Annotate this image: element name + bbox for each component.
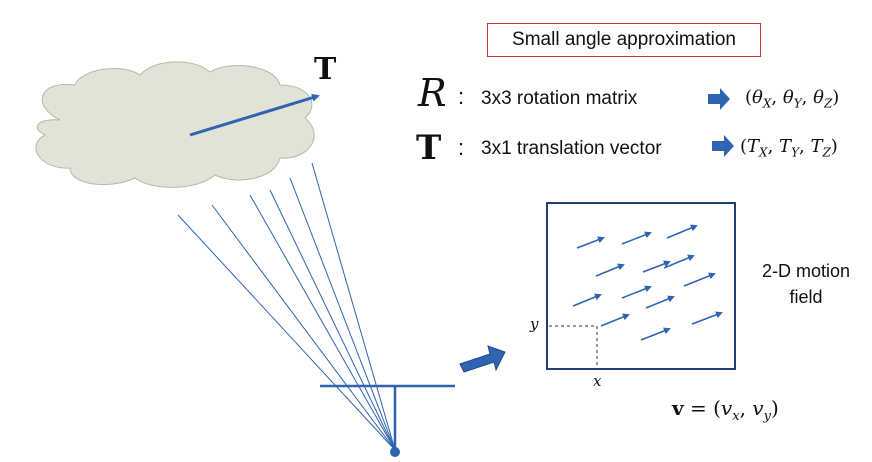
y-axis-label: y <box>530 315 539 333</box>
transform-block-arrow <box>459 345 506 373</box>
rotation-right-arrow <box>708 88 730 110</box>
motion-field-label: 2-D motion field <box>761 261 851 307</box>
cloud-shape <box>35 61 315 188</box>
title-text: Small angle approximation <box>512 29 736 50</box>
translation-description: 3x1 translation vector <box>481 138 662 159</box>
motion-vectors <box>572 224 723 341</box>
translation-right-arrow <box>712 135 734 157</box>
camera-center-dot <box>390 447 400 457</box>
camera-image-plane <box>320 384 455 450</box>
x-axis-label: x <box>593 372 602 390</box>
rotation-params: (θX, θY, θZ) <box>745 87 840 111</box>
translation-symbol: T <box>416 128 442 168</box>
translation-params: (TX, TY, TZ) <box>740 136 838 160</box>
translation-vector-arrow <box>189 93 320 137</box>
coordinate-guides <box>549 325 598 368</box>
rotation-symbol: R <box>418 71 447 115</box>
velocity-equation: v = (vx, vy) <box>672 396 779 424</box>
rotation-description: 3x3 rotation matrix <box>481 88 638 109</box>
motion-field-frame <box>546 202 736 370</box>
vector-t-label: T <box>314 52 337 87</box>
projection-rays <box>177 162 396 451</box>
translation-colon: : <box>458 135 465 160</box>
title-box: Small angle approximation <box>487 23 761 57</box>
rotation-colon: : <box>458 84 465 109</box>
